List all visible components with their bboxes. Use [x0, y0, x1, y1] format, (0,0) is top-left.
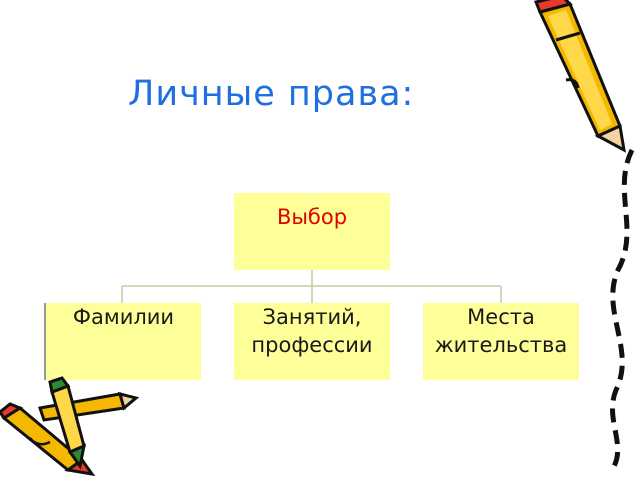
crayons-icon — [0, 376, 140, 477]
child-node-label-line1: Занятий, — [262, 305, 362, 329]
child-node-residence: Места жительства — [423, 303, 579, 380]
child-node-label: Фамилии — [72, 305, 175, 329]
root-node-label: Выбор — [276, 205, 348, 229]
child-node-surname: Фамилии — [44, 303, 201, 380]
child-node-label-line2: профессии — [251, 333, 373, 357]
pencil-icon — [533, 0, 626, 153]
child-node-label-line2: жительства — [434, 333, 568, 357]
root-node: Выбор — [234, 193, 390, 270]
child-node-occupation: Занятий, профессии — [234, 303, 390, 380]
dashed-squiggle-line — [609, 148, 635, 472]
slide-title: Личные права: — [128, 74, 415, 114]
child-node-label-line1: Места — [467, 305, 535, 329]
